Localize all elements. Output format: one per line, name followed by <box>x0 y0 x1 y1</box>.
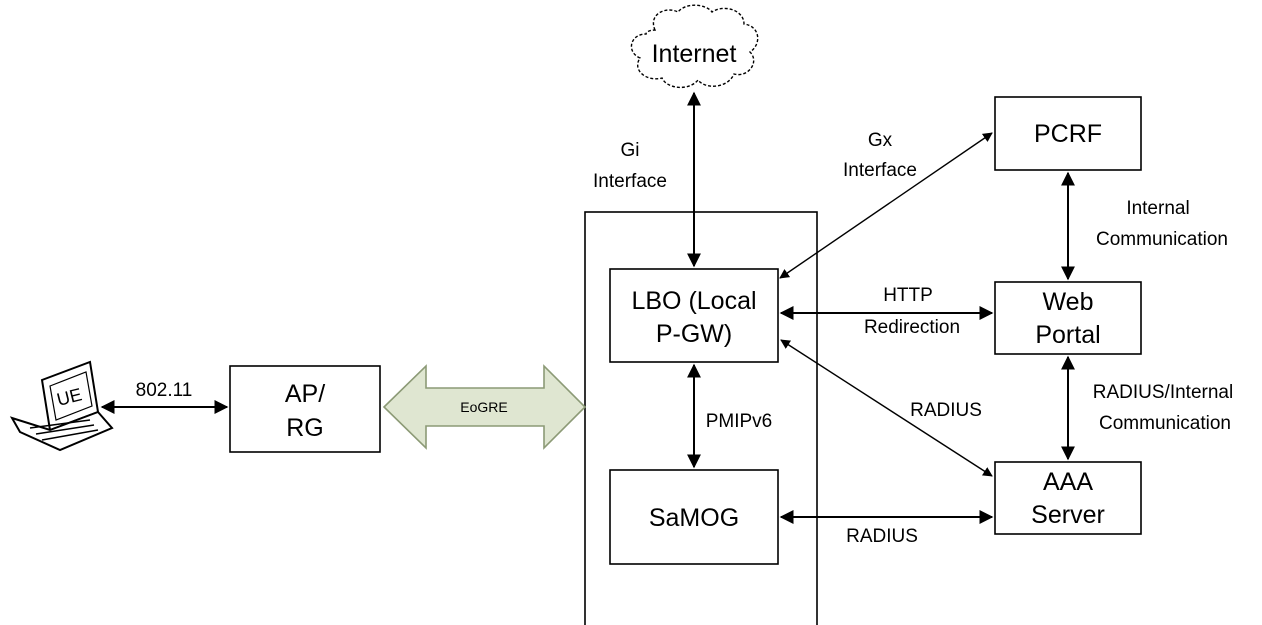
gx-label-line2: Interface <box>843 160 917 181</box>
http-label-line1: HTTP <box>883 285 933 306</box>
wifi-label: 802.11 <box>136 380 193 401</box>
ap-rg-label-line2: RG <box>286 414 324 442</box>
ue-laptop-icon: UE <box>9 360 114 452</box>
aaa-server-box: AAA Server <box>994 461 1142 535</box>
lbo-box: LBO (Local P-GW) <box>609 268 779 363</box>
pmip-label: PMIPv6 <box>706 411 773 432</box>
gi-label-line2: Interface <box>593 171 667 192</box>
lbo-label-line1: LBO (Local <box>631 287 756 315</box>
web-portal-box: Web Portal <box>994 281 1142 355</box>
aaa-label-line2: Server <box>1031 501 1105 529</box>
internal-comm-label-line1: Internal <box>1126 198 1189 219</box>
eogre-label: EoGRE <box>460 399 507 415</box>
eogre-tunnel-arrow: EoGRE <box>382 364 587 450</box>
internal-comm-label-line2: Communication <box>1096 229 1228 250</box>
radius-samog-aaa-label: RADIUS <box>846 526 918 547</box>
gx-label-line1: Gx <box>868 130 893 151</box>
radius-lbo-aaa-label: RADIUS <box>910 400 982 421</box>
web-portal-label-line1: Web <box>1043 288 1094 316</box>
ap-rg-label-line1: AP/ <box>285 380 325 408</box>
web-portal-label-line2: Portal <box>1035 321 1100 349</box>
gi-label-line1: Gi <box>621 140 640 161</box>
ap-rg-box: AP/ RG <box>229 365 381 453</box>
lbo-label-line2: P-GW) <box>656 320 732 348</box>
http-label-line2: Redirection <box>864 317 960 338</box>
radius-lbo-aaa-edge <box>780 339 993 477</box>
samog-box: SaMOG <box>609 469 779 565</box>
internet-label: Internet <box>652 40 737 68</box>
aaa-label-line1: AAA <box>1043 468 1093 496</box>
samog-label: SaMOG <box>649 504 739 532</box>
pcrf-label: PCRF <box>1034 120 1102 148</box>
internet-cloud: Internet <box>630 4 759 88</box>
radius-internal-label-line1: RADIUS/Internal <box>1093 382 1233 403</box>
gx-interface-edge <box>779 132 993 279</box>
radius-internal-label-line2: Communication <box>1099 413 1231 434</box>
pcrf-box: PCRF <box>994 96 1142 171</box>
